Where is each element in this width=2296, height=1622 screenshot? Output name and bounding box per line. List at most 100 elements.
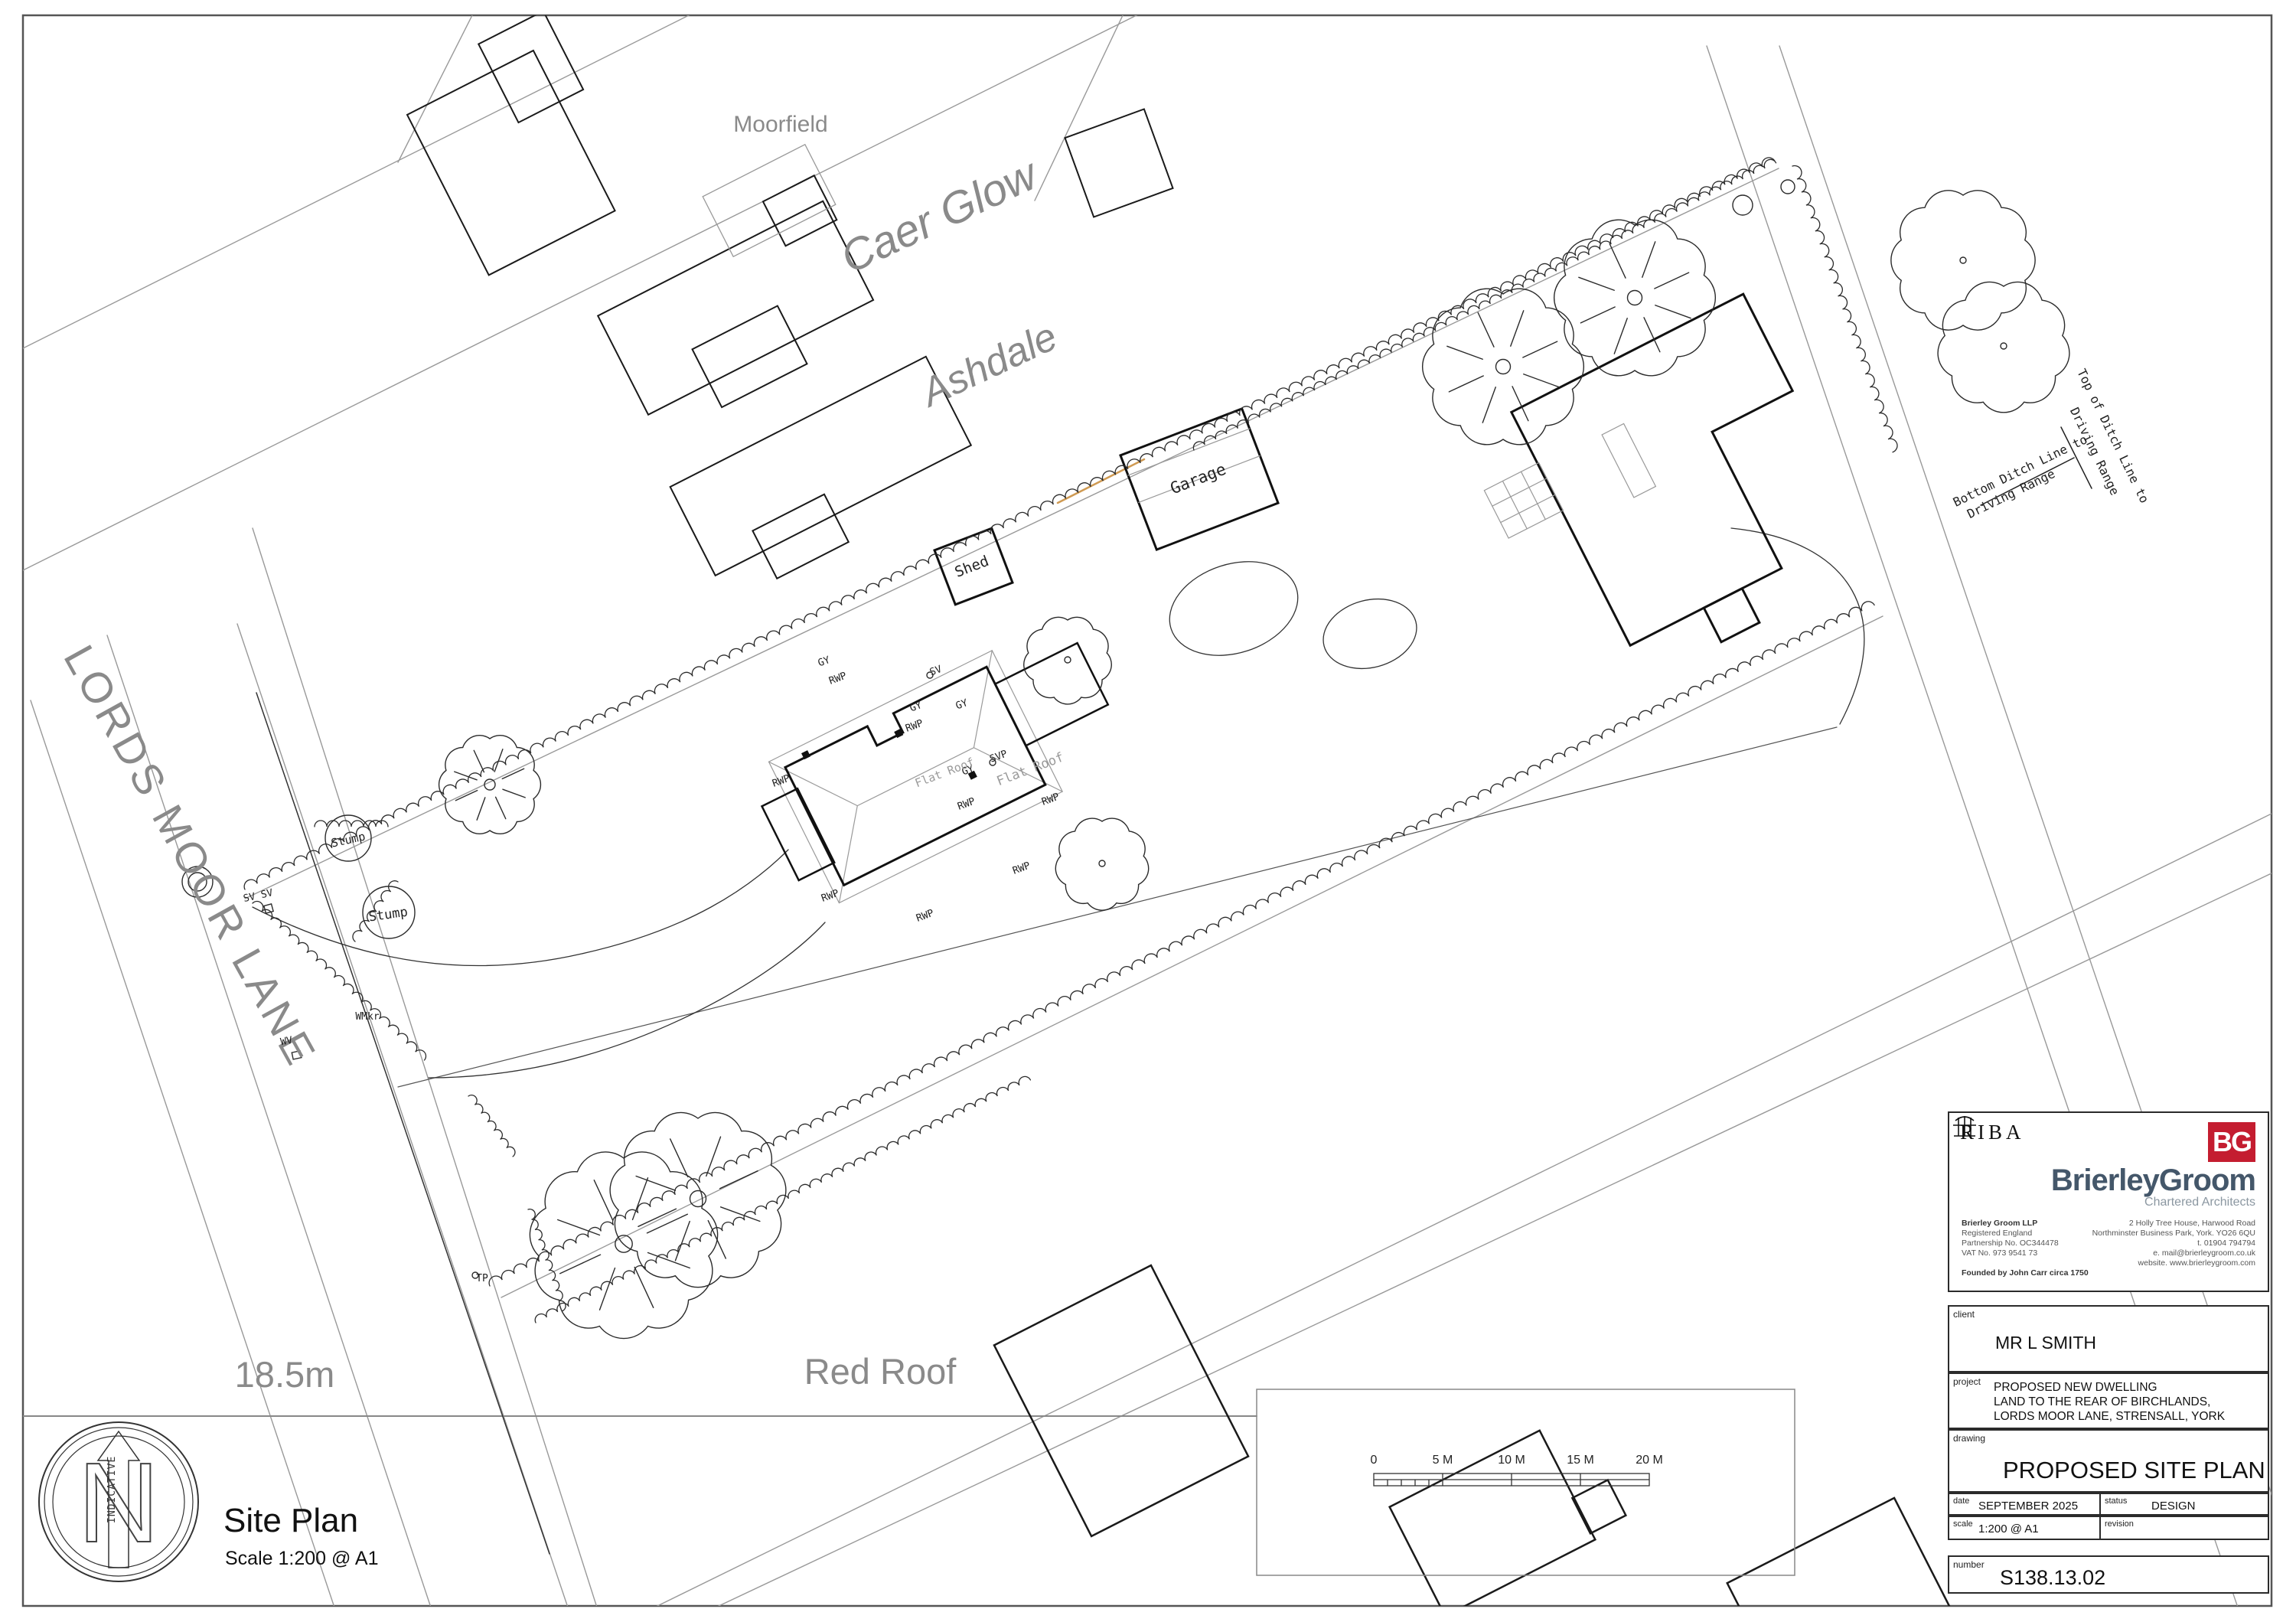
label-gy-4: GY: [960, 763, 976, 778]
label-garage: Garage: [1168, 460, 1228, 498]
scale-tick-4: 20 M: [1636, 1454, 1663, 1467]
label-rwp-1: RWP: [827, 671, 848, 687]
scale-tick-0: 0: [1371, 1454, 1378, 1467]
scale-tick-1: 5 M: [1433, 1454, 1453, 1467]
company-address: 2 Holly Tree House, Harwood Road Northmi…: [2092, 1219, 2255, 1268]
project-value: PROPOSED NEW DWELLING LAND TO THE REAR O…: [1994, 1381, 2226, 1423]
driveway-curves: [252, 527, 1865, 1079]
scale-bar-box: [1256, 1389, 1795, 1576]
titleblock-scale: scale 1:200 @ A1: [1948, 1516, 2101, 1540]
plan-scale-note: Scale 1:200 @ A1: [225, 1548, 379, 1569]
scale-label: scale: [1953, 1519, 1973, 1529]
building-ashdale: [669, 355, 973, 580]
label-lords-moor-lane: LORDS MOOR LANE: [54, 637, 326, 1075]
tree-symbols: [438, 190, 2070, 1340]
building-shed: [933, 527, 1014, 606]
titleblock-number: number S138.13.02: [1948, 1555, 2269, 1594]
titleblock-status: status DESIGN: [2099, 1493, 2269, 1516]
rainwater-fittings: [801, 729, 977, 780]
label-red-roof: Red Roof: [804, 1351, 957, 1392]
date-label: date: [1953, 1496, 1970, 1506]
utility-markers: [181, 179, 1795, 1279]
project-label: project: [1953, 1376, 1981, 1387]
label-sv-sv: SV SV: [243, 887, 275, 905]
titleblock-project: project PROPOSED NEW DWELLING LAND TO TH…: [1948, 1372, 2269, 1429]
road-edge: [106, 635, 432, 1606]
label-rwp-5: RWP: [1040, 791, 1061, 808]
dwelling-flat-roof-wing: [993, 641, 1110, 747]
building-proposed-dwelling: [760, 641, 1110, 904]
firm-name: BrierleyGroom: [2050, 1163, 2256, 1197]
client-label: client: [1953, 1309, 1975, 1320]
label-rwp-4: RWP: [956, 796, 977, 813]
date-value: SEPTEMBER 2025: [1978, 1500, 2079, 1513]
label-gy-3: GY: [954, 697, 970, 713]
building-existing-house: [1483, 292, 1795, 648]
label-bottom-ditch-1: Bottom Ditch Line to: [1951, 432, 2089, 510]
label-18-5m: 18.5m: [235, 1354, 335, 1395]
north-arrow-shaft: [96, 1430, 141, 1568]
ridge-rect: [1601, 423, 1657, 498]
label-gy-2: GY: [908, 700, 924, 715]
driveway-line: [397, 726, 1838, 1088]
drawing-label: drawing: [1953, 1433, 1986, 1444]
scale-value: 1:200 @ A1: [1978, 1522, 2039, 1536]
scale-bar-rule: [1373, 1473, 1650, 1487]
label-caer-glow: Caer Glow: [833, 148, 1047, 283]
service-line: [1056, 458, 1146, 504]
plan-linework: [23, 15, 2272, 1606]
label-rwp-7: RWP: [820, 888, 840, 905]
revision-label: revision: [2105, 1519, 2134, 1529]
label-tp: TP: [476, 1273, 488, 1284]
north-letter: N: [78, 1440, 160, 1566]
garden-beds: [1169, 561, 1417, 670]
road-edge: [252, 527, 598, 1606]
number-label: number: [1953, 1559, 1985, 1570]
label-shed: Shed: [953, 553, 992, 581]
parcel-boundaries: [23, 15, 2272, 1606]
garage-shed: [933, 406, 1280, 606]
titleblock-logo-panel: RIBA BG BrierleyGroom Chartered Architec…: [1948, 1111, 2269, 1292]
status-value: DESIGN: [2151, 1500, 2196, 1513]
plan-title: Site Plan: [223, 1502, 359, 1539]
roof-lines: [768, 649, 1063, 904]
label-svp: SVP: [988, 749, 1009, 765]
red-roof-buildings: [993, 1264, 1952, 1606]
label-sv: SV: [928, 664, 944, 679]
dwelling-walls: [783, 665, 1047, 887]
number-value: S138.13.02: [2000, 1566, 2106, 1589]
label-ashdale: Ashdale: [913, 315, 1065, 416]
client-value: MR L SMITH: [1995, 1333, 2097, 1353]
titleblock-date: date SEPTEMBER 2025: [1948, 1493, 2101, 1516]
hedge-lines: [243, 157, 1898, 1323]
neighbour-buildings: [406, 15, 1174, 580]
road-edge: [30, 700, 335, 1606]
label-wv-1: WV: [279, 1035, 293, 1049]
bg-monogram-logo: BG: [2208, 1122, 2255, 1162]
kerb-line: [256, 692, 550, 1555]
label-rwp-8: RWP: [915, 908, 935, 925]
road-edge: [236, 623, 569, 1606]
conservatory-grid: [1483, 462, 1564, 539]
label-rwp-3: RWP: [771, 773, 791, 790]
north-arrow: N INDICATIVE: [38, 1421, 199, 1582]
building-garage: [1119, 406, 1280, 552]
label-rwp-2: RWP: [904, 718, 925, 735]
stump-circle: [325, 814, 372, 862]
building-caer-glow: [596, 174, 875, 416]
label-moorfield: Moorfield: [733, 112, 827, 137]
scale-tick-3: 15 M: [1567, 1454, 1594, 1467]
drawing-value: PROPOSED SITE PLAN: [2003, 1457, 2265, 1483]
label-wmkr: WMkr: [355, 1011, 379, 1023]
ditch-lines: [1980, 426, 2092, 506]
titleblock-drawing: drawing PROPOSED SITE PLAN: [1948, 1429, 2269, 1493]
label-gy-1: GY: [817, 654, 832, 670]
sheet-border: [21, 14, 2273, 1607]
label-rwp-6: RWP: [1011, 860, 1032, 877]
building-moorfield: [406, 15, 616, 276]
outbuilding-gray: [702, 143, 837, 258]
